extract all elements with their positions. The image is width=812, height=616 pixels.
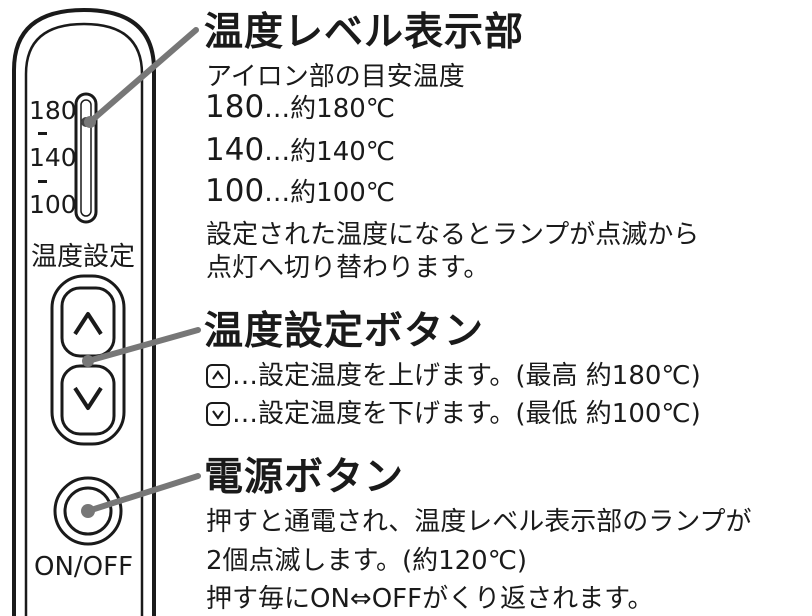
up-button-text: …設定温度を上げます。(最高 約180℃) [232,361,701,391]
device-body [12,7,156,616]
level-indicator-slot [74,92,98,224]
leader-line-power [85,473,201,514]
level-indicator-window [80,99,92,217]
level-row-140: 140…約140℃ [205,131,395,168]
level-display-subtitle: アイロン部の目安温度 [206,62,465,92]
scale-dash [38,180,47,183]
down-arrow-icon [206,402,230,426]
device-body-inner [24,22,144,616]
temp-setting-label: 温度設定 [31,242,136,272]
level-row-text: …約180℃ [264,94,395,124]
down-button-text: …設定温度を下げます。(最低 約100℃) [232,399,701,429]
scale-label-180: 180 [29,96,77,125]
level-row-text: …約100℃ [264,178,395,208]
up-arrow-icon [73,312,103,336]
power-desc-line1: 押すと通電され、温度レベル表示部のランプが [206,507,752,537]
leader-dot [84,116,96,128]
level-row-180: 180…約180℃ [205,88,395,125]
level-display-heading: 温度レベル表示部 [204,10,525,55]
leader-line-buttons [85,327,201,364]
level-row-100: 100…約100℃ [205,172,395,209]
level-row-num: 180 [205,89,265,125]
leader-dot [81,504,95,518]
down-arrow-icon [73,386,103,410]
down-button-description: …設定温度を下げます。(最低 約100℃) [206,393,701,430]
power-desc-line2: 2個点滅します。(約120℃) [206,546,528,576]
level-row-num: 140 [205,132,265,168]
up-button-description: …設定温度を上げます。(最高 約180℃) [206,355,701,392]
level-note-line2: 点灯へ切り替わります。 [206,253,490,283]
level-row-text: …約140℃ [264,137,395,167]
temp-buttons-heading: 温度設定ボタン [204,309,485,354]
temp-down-button[interactable] [60,364,116,436]
level-row-num: 100 [205,173,265,209]
power-desc-line3: 押す毎にON⇔OFFがくり返されます。 [206,584,654,614]
scale-dash [38,132,47,135]
temp-up-button[interactable] [60,286,116,358]
scale-label-140: 140 [29,143,77,172]
level-note-line1: 設定された温度になるとランプが点滅から [206,220,700,250]
power-label: ON/OFF [34,552,134,582]
leader-line-level [87,27,199,125]
scale-label-100: 100 [29,190,77,219]
up-arrow-icon [206,364,230,388]
leader-dot [82,355,94,367]
power-heading: 電源ボタン [204,455,405,500]
